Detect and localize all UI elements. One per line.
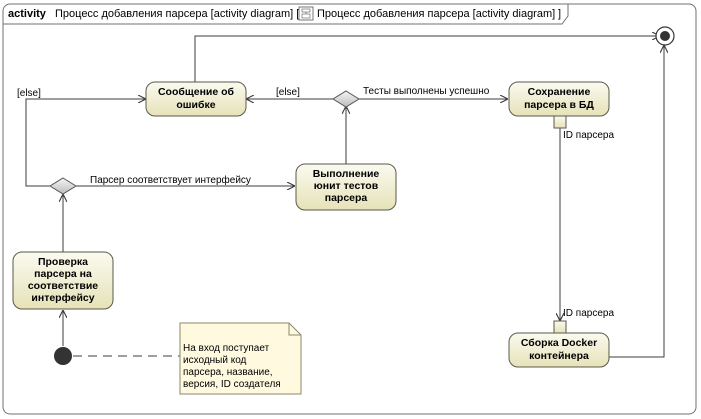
comment-note: На вход поступает исходный код парсера, … bbox=[179, 322, 302, 395]
flow-docker-to-final bbox=[609, 45, 664, 358]
action-check-line-2: парсера на bbox=[34, 268, 92, 280]
input-pin-parser-id bbox=[553, 320, 567, 334]
initial-node bbox=[54, 347, 72, 365]
activity-final-node bbox=[655, 26, 675, 46]
frame-close-bracket: ] bbox=[558, 8, 561, 20]
frame-header-border bbox=[3, 4, 569, 25]
output-pin-parser-id bbox=[553, 115, 567, 129]
guard-else-left: [else] bbox=[17, 88, 41, 99]
pin-label-in: ID парсера bbox=[563, 308, 614, 319]
action-tests-line-1: Выполнение bbox=[313, 168, 380, 180]
action-check-line-4: интерфейсу bbox=[31, 292, 94, 304]
action-check-parser: Проверка парсера на соответствие интерфе… bbox=[12, 251, 114, 310]
note-line-4: версия, ID создателя bbox=[183, 379, 281, 390]
action-tests-line-2: юнит тестов bbox=[314, 180, 379, 192]
flow-decision-else-to-error bbox=[25, 99, 146, 187]
action-docker-build: Сборка Docker контейнера bbox=[508, 332, 610, 368]
action-error-message: Сообщение об ошибке bbox=[145, 81, 247, 117]
action-save-line-1: Сохранение bbox=[528, 86, 591, 98]
action-docker-line-1: Сборка Docker bbox=[521, 337, 597, 349]
note-line-1: На вход поступает bbox=[183, 343, 270, 354]
action-docker-line-2: контейнера bbox=[529, 350, 589, 362]
guard-else-middle: [else] bbox=[276, 87, 300, 98]
decision-node-tests bbox=[332, 90, 360, 108]
frame-title: Процесс добавления парсера [activity dia… bbox=[55, 8, 299, 20]
action-check-line-3: соответствие bbox=[28, 280, 98, 292]
action-run-tests: Выполнение юнит тестов парсера bbox=[295, 163, 397, 211]
action-error-line-1: Сообщение об bbox=[158, 86, 235, 98]
frame-tab-title: Процесс добавления парсера [activity dia… bbox=[317, 8, 555, 20]
decision-node-interface bbox=[49, 177, 77, 195]
guard-parser-matches: Парсер соответствует интерфейсу bbox=[90, 174, 251, 186]
pin-label-out: ID парсера bbox=[563, 130, 614, 141]
frame-keyword: activity bbox=[8, 8, 47, 20]
action-error-line-2: ошибке bbox=[176, 99, 215, 111]
action-tests-line-3: парсера bbox=[325, 192, 368, 204]
control-flows bbox=[25, 36, 664, 358]
note-line-3: парсера, название, bbox=[183, 367, 273, 378]
guard-tests-ok: Тесты выполнены успешно bbox=[363, 86, 490, 97]
note-line-2: исходный код bbox=[183, 355, 247, 366]
action-save-line-2: парсера в БД bbox=[524, 99, 594, 111]
flow-error-to-final bbox=[194, 36, 660, 84]
action-check-line-1: Проверка bbox=[38, 256, 88, 268]
action-save-parser: Сохранение парсера в БД bbox=[508, 81, 610, 117]
diagram-tab-icon bbox=[298, 6, 314, 21]
